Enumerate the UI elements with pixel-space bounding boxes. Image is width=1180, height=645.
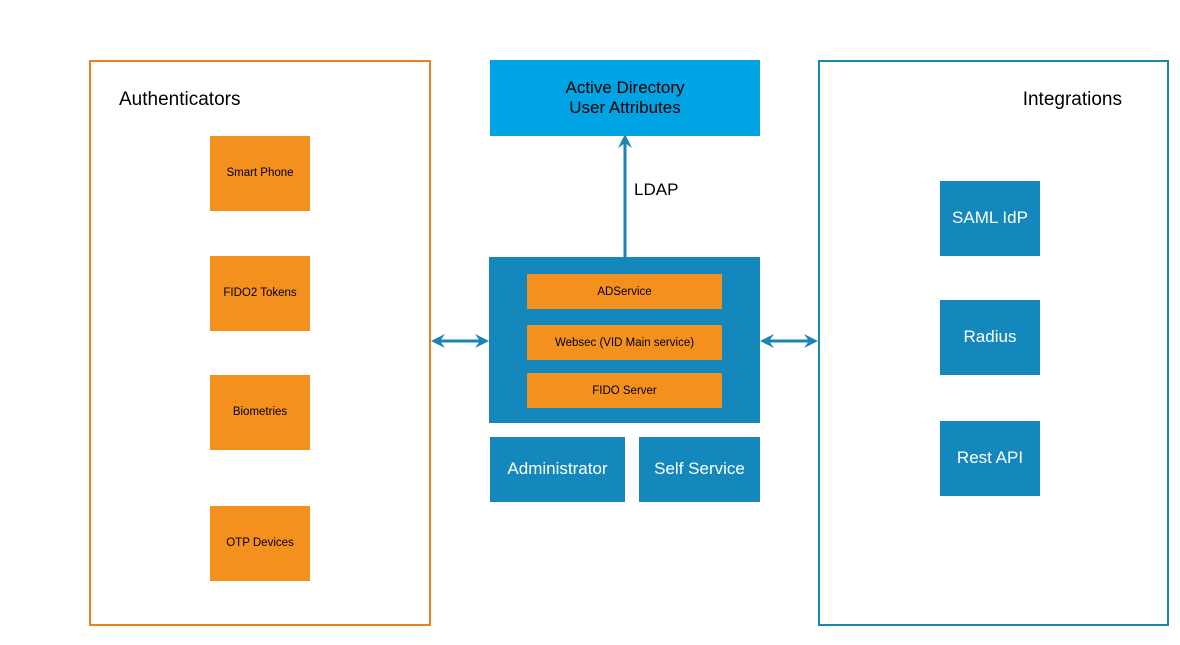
core-service-fido-server[interactable]: FIDO Server bbox=[527, 373, 722, 408]
integration-radius-label: Radius bbox=[963, 327, 1017, 347]
integration-rest-api-label: Rest API bbox=[956, 448, 1024, 468]
console-self-service[interactable]: Self Service bbox=[639, 437, 760, 502]
core-service-container: ADService Websec (VID Main service) FIDO… bbox=[489, 257, 760, 423]
core-service-adservice[interactable]: ADService bbox=[527, 274, 722, 309]
panel-authenticators: Authenticators bbox=[89, 60, 431, 626]
authenticator-smart-phone[interactable]: Smart Phone bbox=[210, 136, 310, 211]
integration-saml-idp-label: SAML IdP bbox=[952, 208, 1028, 228]
authenticator-otp-devices[interactable]: OTP Devices bbox=[210, 506, 310, 581]
integration-saml-idp[interactable]: SAML IdP bbox=[940, 181, 1040, 256]
core-service-websec[interactable]: Websec (VID Main service) bbox=[527, 325, 722, 360]
panel-integrations: Integrations bbox=[818, 60, 1169, 626]
console-administrator[interactable]: Administrator bbox=[490, 437, 625, 502]
connector-authenticators-to-core bbox=[431, 334, 489, 348]
panel-authenticators-title: Authenticators bbox=[119, 89, 241, 110]
connector-core-to-integrations bbox=[760, 334, 818, 348]
panel-integrations-title: Integrations bbox=[1022, 89, 1122, 110]
console-administrator-label: Administrator bbox=[507, 459, 608, 479]
active-directory-line-1: Active Directory bbox=[565, 77, 685, 97]
authenticator-fido2-tokens[interactable]: FIDO2 Tokens bbox=[210, 256, 310, 331]
connector-ldap-arrow bbox=[618, 134, 632, 264]
core-service-websec-label: Websec (VID Main service) bbox=[554, 336, 695, 349]
active-directory-box[interactable]: Active Directory User Attributes bbox=[490, 60, 760, 136]
authenticator-otp-devices-label: OTP Devices bbox=[226, 536, 294, 549]
core-service-adservice-label: ADService bbox=[597, 285, 652, 298]
authenticator-fido2-tokens-label: FIDO2 Tokens bbox=[223, 286, 297, 299]
integration-radius[interactable]: Radius bbox=[940, 300, 1040, 375]
authenticator-biometries-label: Biometries bbox=[232, 405, 288, 418]
core-service-fido-server-label: FIDO Server bbox=[592, 384, 657, 397]
integration-rest-api[interactable]: Rest API bbox=[940, 421, 1040, 496]
connector-ldap-label: LDAP bbox=[634, 180, 679, 199]
active-directory-line-2: User Attributes bbox=[569, 98, 681, 117]
console-self-service-label: Self Service bbox=[654, 459, 745, 479]
authenticator-smart-phone-label: Smart Phone bbox=[226, 166, 294, 179]
authenticator-biometries[interactable]: Biometries bbox=[210, 375, 310, 450]
